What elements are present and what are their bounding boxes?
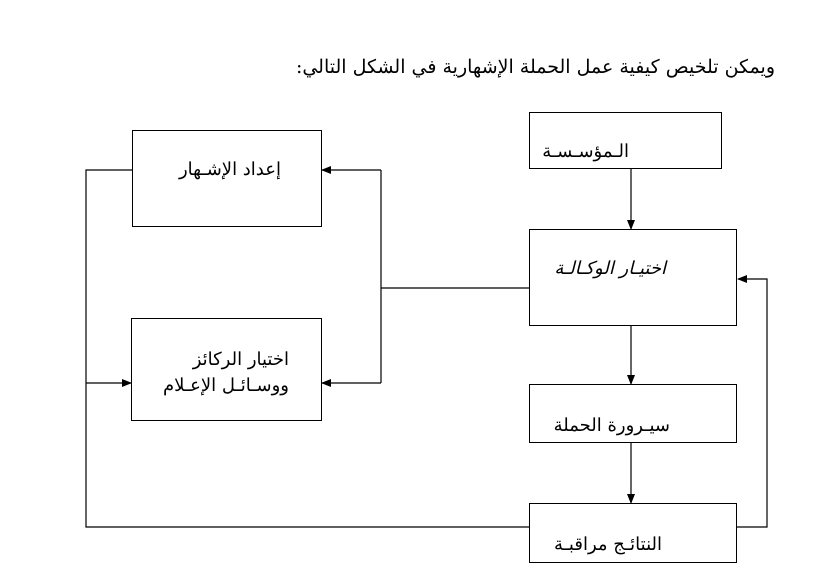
diagram-heading: ويمكن تلخيص كيفية عمل الحملة الإشهارية ف… [295,56,775,78]
box-campaign-process: سيـرورة الحملة [529,384,737,443]
feedback-loop-right [737,275,768,528]
box-ad-preparation-label: إعداد الإشـهار [178,159,281,180]
box-media-choice-line2: ووسـائـل الإعـلام [162,375,289,397]
box-results-monitoring: النتائـج مراقبـة [529,503,737,563]
box-ad-preparation: إعداد الإشـهار [132,130,322,227]
loop-left-outer [85,169,529,528]
box-agency-choice-label: اختيـار الوكـالـة [554,258,666,279]
box-results-monitoring-label: النتائـج مراقبـة [554,534,662,555]
box-campaign-process-label: سيـرورة الحملة [553,415,670,436]
box-media-choice-line1: اختيار الركائز [192,349,289,370]
box-agency-choice: اختيـار الوكـالـة [529,229,737,326]
box-institution: الـمؤسـسـة [529,112,722,169]
box-institution-label: الـمؤسـسـة [542,141,629,162]
box-media-choice: اختيار الركائز ووسـائـل الإعـلام [131,318,322,421]
